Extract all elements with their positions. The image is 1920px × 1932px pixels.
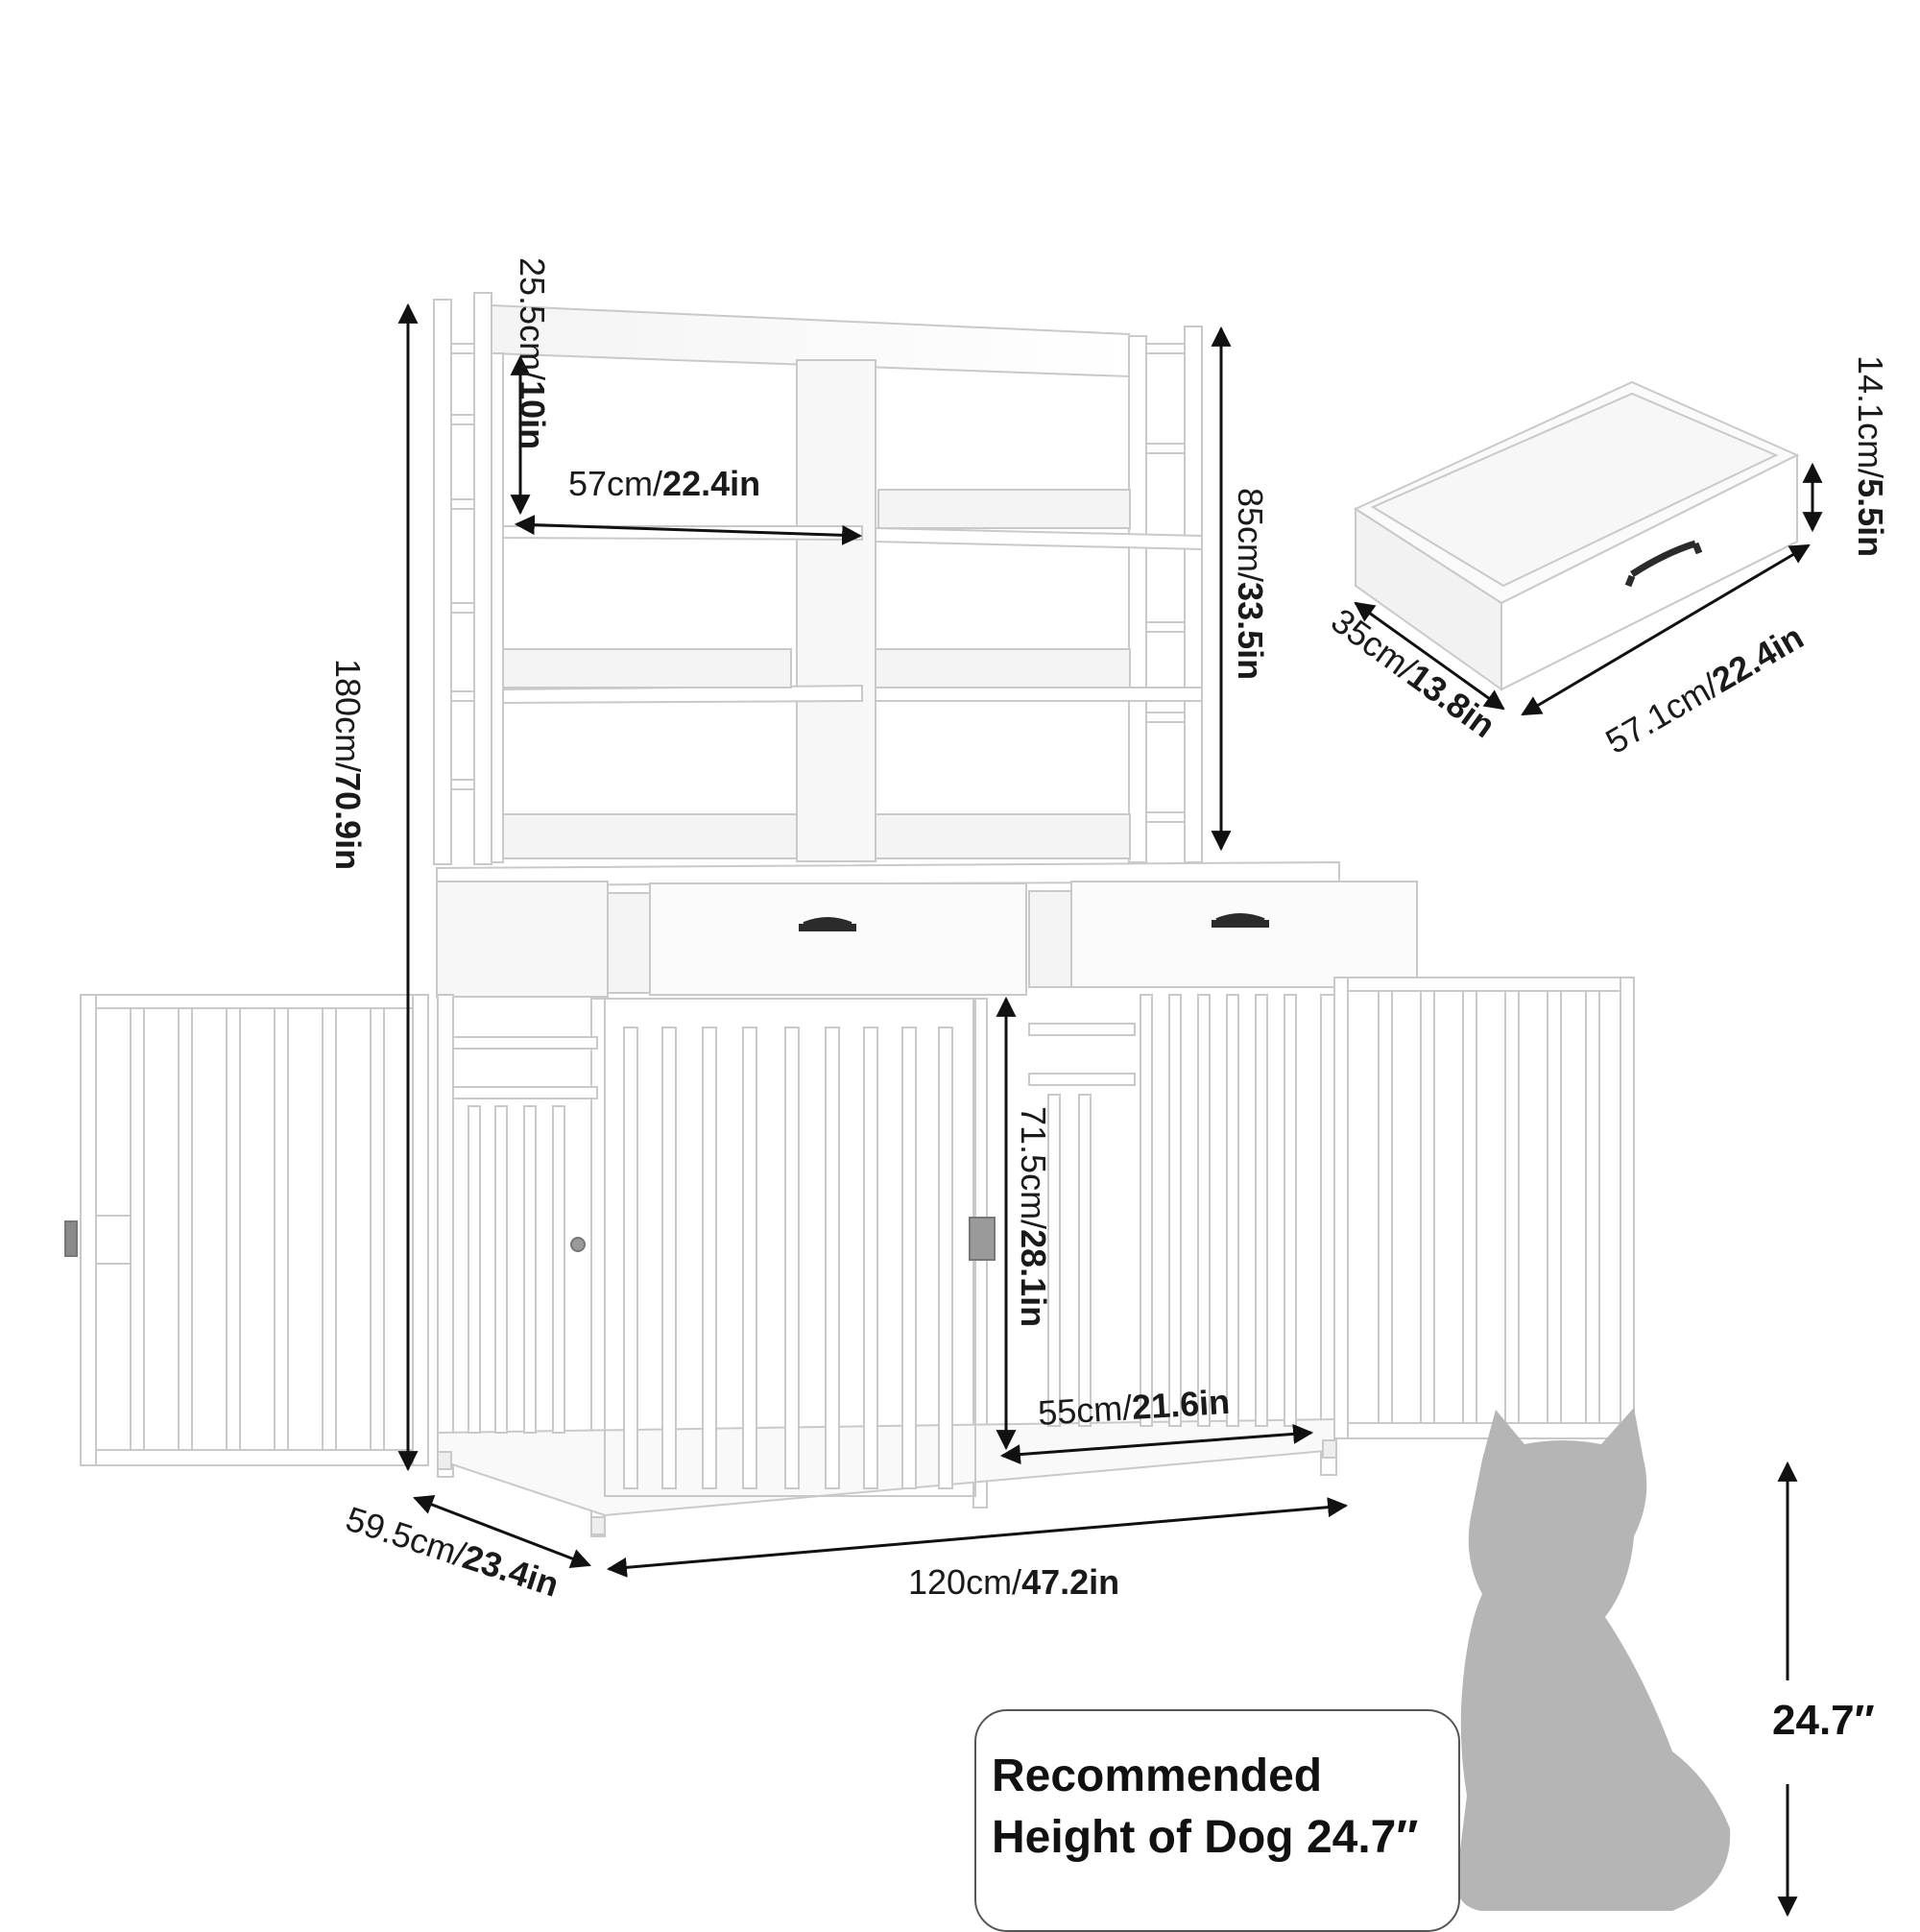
recommended-height-note: Recommended Height of Dog 24.7″ bbox=[974, 1709, 1460, 1932]
total-width-label: 120cm/47.2in bbox=[908, 1562, 1119, 1602]
shelf-gap-label: 25.5cm/10in bbox=[513, 257, 552, 449]
hutch-left-frame bbox=[433, 292, 492, 865]
hutch-right-frame bbox=[1128, 326, 1203, 863]
left-drawer bbox=[607, 882, 1027, 996]
drawer-width-arrow bbox=[1521, 543, 1811, 716]
drawer-detail-drawing bbox=[1353, 380, 1800, 691]
door-latch-icon bbox=[64, 1220, 78, 1257]
left-door bbox=[80, 994, 429, 1466]
kennel-width-arrow bbox=[999, 1423, 1314, 1465]
note-line-2: Height of Dog 24.7″ bbox=[992, 1812, 1419, 1863]
right-door bbox=[1333, 977, 1635, 1439]
hutch-height-label: 85cm/33.5in bbox=[1231, 488, 1270, 680]
dog-silhouette-icon bbox=[1456, 1408, 1731, 1911]
drawer-width-label: 57.1cm/22.4in bbox=[1599, 616, 1811, 761]
shelf-width-label: 57cm/22.4in bbox=[568, 464, 760, 503]
right-drawer bbox=[1028, 881, 1418, 988]
shelf-width-arrow bbox=[514, 515, 863, 545]
dog-height-label: 24.7″ bbox=[1772, 1697, 1875, 1744]
lock-knob-icon bbox=[570, 1237, 586, 1252]
drawer-handle-icon bbox=[799, 917, 856, 931]
furniture-drawing bbox=[64, 292, 1635, 1537]
total-width-arrow bbox=[606, 1497, 1349, 1578]
depth-arrow bbox=[413, 1494, 591, 1569]
total-height-label: 180cm/70.9in bbox=[328, 659, 368, 870]
kennel-width-label: 55cm/21.6in bbox=[1037, 1382, 1231, 1433]
drawer-depth-arrow bbox=[1354, 601, 1505, 711]
latch-icon bbox=[969, 1217, 996, 1261]
depth-label: 59.5cm/23.4in bbox=[342, 1499, 564, 1605]
kennel-bars bbox=[468, 994, 1297, 1489]
kennel-height-label: 71.5cm/28.1in bbox=[1014, 1106, 1053, 1327]
dimension-arrows bbox=[397, 302, 1823, 1918]
note-line-1: Recommended bbox=[992, 1751, 1323, 1801]
drawer-height-label: 14.1cm/5.5in bbox=[1851, 355, 1890, 557]
drawer-handle-icon bbox=[1212, 913, 1269, 928]
